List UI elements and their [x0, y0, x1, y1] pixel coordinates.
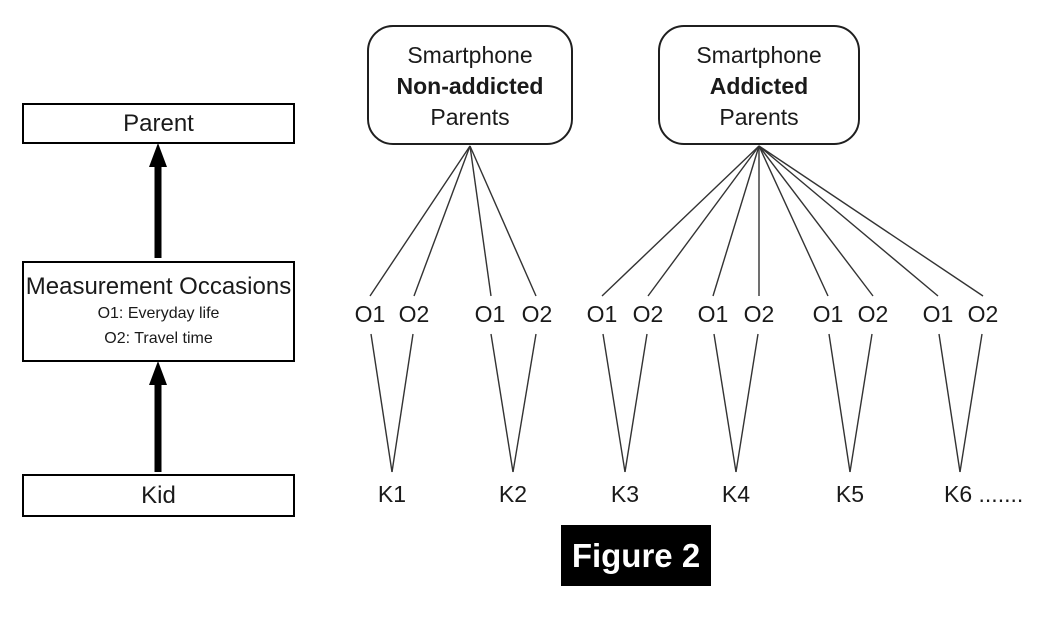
- v-line: [938, 333, 961, 473]
- kid-label: K6 .......: [944, 481, 1024, 507]
- occasion-label: O2: [632, 301, 664, 327]
- figure-caption-text: Figure 2: [571, 536, 701, 574]
- arrow-head: [149, 361, 167, 385]
- measurement-occasions-title: Measurement Occasions: [25, 273, 292, 300]
- kid-label: K5: [835, 481, 865, 507]
- v-line: [828, 333, 851, 473]
- group-box-line-2: Addicted: [709, 72, 809, 99]
- occasion-label: O1: [922, 301, 954, 327]
- group-box-line-2: Non-addicted: [396, 72, 544, 99]
- upward-arrow-measurement-to-parent: [149, 143, 167, 258]
- fan-line: [758, 145, 874, 297]
- figure-caption-box: Figure 2: [561, 525, 711, 586]
- measurement-occasion-item-2: O2: Travel time: [104, 330, 213, 347]
- kid-label: K1: [377, 481, 407, 507]
- occasion-label: O2: [857, 301, 889, 327]
- fan-lines-nonaddicted-group: [369, 145, 537, 297]
- fan-line: [758, 145, 984, 297]
- fan-line: [647, 145, 760, 297]
- fan-line: [413, 145, 471, 297]
- occasion-label: O1: [354, 301, 386, 327]
- occasion-label: O1: [586, 301, 618, 327]
- v-line: [713, 333, 737, 473]
- fan-line: [369, 145, 471, 297]
- kid-box-label: Kid: [141, 481, 176, 509]
- group-box-line-3: Parents: [719, 103, 799, 130]
- v-line: [602, 333, 626, 473]
- kid-box: Kid: [22, 474, 295, 517]
- v-line: [512, 333, 537, 473]
- fan-line: [469, 145, 492, 297]
- v-line: [849, 333, 873, 473]
- parent-box-label: Parent: [123, 109, 194, 137]
- fan-line: [712, 145, 760, 297]
- kid-label: K4: [721, 481, 751, 507]
- group-box-line-1: Smartphone: [407, 41, 533, 68]
- measurement-occasion-item-1: O1: Everyday life: [97, 305, 220, 322]
- kid-v-lines-group: [370, 333, 983, 473]
- occasion-label: O1: [474, 301, 506, 327]
- occasion-label: O2: [521, 301, 553, 327]
- fan-line: [601, 145, 760, 297]
- kid-label: K3: [610, 481, 640, 507]
- v-line: [370, 333, 393, 473]
- group-box-line-1: Smartphone: [696, 41, 822, 68]
- fan-line: [469, 145, 537, 297]
- fan-lines-addicted-group: [601, 145, 984, 297]
- v-line: [391, 333, 414, 473]
- group-box-line-3: Parents: [430, 103, 510, 130]
- fan-line: [758, 145, 939, 297]
- occasion-label: O2: [967, 301, 999, 327]
- occasion-label: O1: [812, 301, 844, 327]
- measurement-occasions-box: Measurement Occasions O1: Everyday life …: [22, 261, 295, 362]
- upward-arrow-kid-to-measurement: [149, 361, 167, 472]
- parent-box: Parent: [22, 103, 295, 144]
- group-box-addicted-parents: Smartphone Addicted Parents: [658, 25, 860, 145]
- occasion-label: O2: [743, 301, 775, 327]
- occasion-label: O1: [697, 301, 729, 327]
- fan-line: [758, 145, 829, 297]
- v-line: [735, 333, 759, 473]
- v-line: [959, 333, 983, 473]
- v-line: [490, 333, 514, 473]
- group-box-nonaddicted-parents: Smartphone Non-addicted Parents: [367, 25, 573, 145]
- kid-label: K2: [498, 481, 528, 507]
- occasion-label: O2: [398, 301, 430, 327]
- arrow-head: [149, 143, 167, 167]
- v-line: [624, 333, 648, 473]
